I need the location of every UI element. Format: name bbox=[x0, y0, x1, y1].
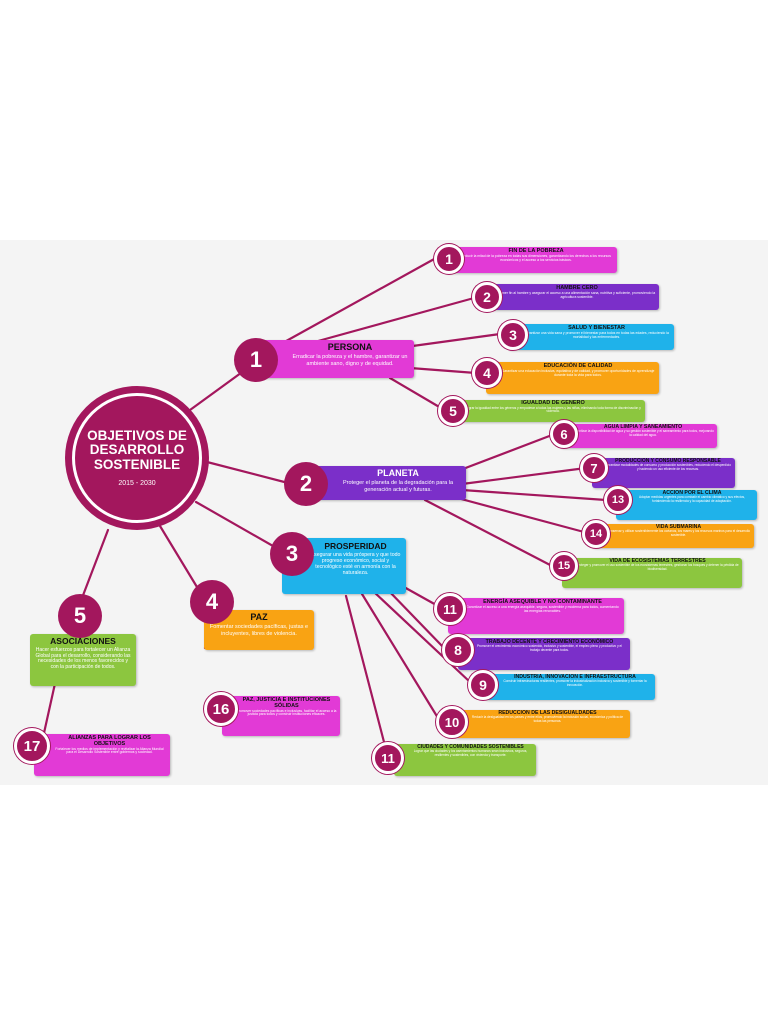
goal-agua-limpia: AGUA LIMPIA Y SANEAMIENTO Garantizar la … bbox=[560, 424, 717, 448]
goal-text: Garantizar modalidades de consumo y prod… bbox=[605, 463, 731, 471]
goal-number: 7 bbox=[580, 454, 608, 482]
pillar-paz-title: PAZ bbox=[250, 612, 268, 622]
goal-industria: INDUSTRIA, INNOVACIÓN E INFRAESTRUCTURA … bbox=[484, 674, 655, 700]
pillar-prosperidad-text: Asegurar una vida próspera y que todo pr… bbox=[310, 551, 401, 576]
pillar-planeta-number: 2 bbox=[284, 462, 328, 506]
goal-educacion-de-calidad: EDUCACIÓN DE CALIDAD Garantizar una educ… bbox=[486, 362, 659, 394]
goal-number: 5 bbox=[438, 396, 468, 426]
pillar-persona-title: PERSONA bbox=[327, 342, 373, 352]
connector-central-prosperidad bbox=[194, 500, 282, 552]
pillar-prosperidad-number: 3 bbox=[270, 532, 314, 576]
goal-title: SALUD Y BIENESTAR bbox=[568, 325, 625, 331]
pillar-persona-number: 1 bbox=[234, 338, 278, 382]
goal-text: Garantizar una vida sana y promover el b… bbox=[524, 330, 669, 339]
goal-text: Adoptar medidas urgentes para combatir e… bbox=[639, 495, 745, 504]
goal-title: PAZ, JUSTICIA E INSTITUCIONES SÓLIDAS bbox=[242, 697, 331, 709]
goal-title: INDUSTRIA, INNOVACIÓN E INFRAESTRUCTURA bbox=[514, 674, 636, 680]
pillar-persona: PERSONA Erradicar la pobreza y el hambre… bbox=[262, 340, 414, 378]
goal-text: Construir infraestructuras resilientes, … bbox=[503, 679, 647, 688]
goal-number: 17 bbox=[14, 728, 50, 764]
goal-paz-justicia: PAZ, JUSTICIA E INSTITUCIONES SÓLIDAS Pr… bbox=[222, 696, 340, 736]
goal-text: Garantizar una educación inclusiva, equi… bbox=[501, 368, 655, 377]
goal-accion-por-el-clima: ACCIÓN POR EL CLIMA Adoptar medidas urge… bbox=[616, 490, 757, 520]
goal-title: VIDA DE ECOSISTEMAS TERRESTRES bbox=[609, 558, 706, 564]
goal-number: 2 bbox=[472, 282, 502, 312]
goal-number: 11 bbox=[434, 593, 466, 625]
goal-text: Reducir la mitad de la pobreza en todas … bbox=[461, 253, 611, 262]
goal-number: 9 bbox=[468, 670, 498, 700]
pillar-asociaciones: ASOCIACIONES Hacer esfuerzos para fortal… bbox=[30, 634, 136, 686]
goal-text: Garantizar el acceso a una energía asequ… bbox=[466, 604, 619, 613]
goal-title: EDUCACIÓN DE CALIDAD bbox=[543, 363, 613, 369]
pillar-prosperidad: PROSPERIDAD Asegurar una vida próspera y… bbox=[282, 538, 406, 594]
goal-text: Promover el crecimiento económico sosten… bbox=[476, 644, 623, 653]
goal-number: 3 bbox=[498, 320, 528, 350]
connector-central-planeta bbox=[205, 460, 294, 486]
goal-text: Reducir la desigualdad en los países y e… bbox=[471, 715, 624, 724]
goal-text: Lograr la igualdad entre los géneros y e… bbox=[465, 405, 641, 414]
goal-title: ENERGÍA ASEQUIBLE Y NO CONTAMINANTE bbox=[483, 599, 602, 605]
goal-number: 6 bbox=[550, 420, 578, 448]
goal-alianzas: ALIANZAS PARA LOGRAR LOS OBJETIVOS Forta… bbox=[34, 734, 170, 776]
goal-title: TRABAJO DECENTE Y CRECIMIENTO ECONÓMICO bbox=[485, 639, 614, 645]
connector-central-paz bbox=[158, 524, 202, 594]
goal-title: ALIANZAS PARA LOGRAR LOS OBJETIVOS bbox=[68, 735, 151, 747]
pillar-asociaciones-title: ASOCIACIONES bbox=[50, 636, 116, 646]
goal-trabajo-decente: TRABAJO DECENTE Y CRECIMIENTO ECONÓMICO … bbox=[458, 638, 630, 670]
goal-number: 1 bbox=[434, 244, 464, 274]
central-title-line-2: DESARROLLO bbox=[89, 442, 185, 458]
connector-central-asociaciones bbox=[80, 528, 110, 600]
goal-produccion-consumo: PRODUCCIÓN Y CONSUMO RESPONSABLE Garanti… bbox=[592, 458, 735, 488]
pillar-paz-text: Fomentar sociedades pacíficas, justas e … bbox=[209, 624, 309, 637]
goal-salud-y-bienestar: SALUD Y BIENESTAR Garantizar una vida sa… bbox=[508, 324, 674, 350]
pillar-prosperidad-title: PROSPERIDAD bbox=[324, 541, 387, 551]
goal-text: Promover sociedades pacíficas e inclusiv… bbox=[236, 708, 337, 717]
goal-title: IGUALDAD DE GÉNERO bbox=[521, 400, 585, 406]
pillar-planeta: PLANETA Proteger el planeta de la degrad… bbox=[310, 466, 466, 500]
goal-number: 14 bbox=[582, 520, 610, 548]
pillar-persona-text: Erradicar la pobreza y el hambre, garant… bbox=[292, 354, 408, 367]
central-title-line-3: SOSTENIBLE bbox=[93, 456, 181, 472]
goal-text: Proteger y promover el uso sostenible de… bbox=[576, 563, 739, 572]
goal-fin-de-la-pobreza: FIN DE LA POBREZA Reducir la mitad de la… bbox=[444, 247, 617, 273]
goal-text: Lograr que las ciudades y los asentamien… bbox=[413, 749, 528, 757]
goal-title: HAMBRE CERO bbox=[556, 285, 598, 291]
pillar-planeta-text: Proteger el planeta de la degradación pa… bbox=[342, 480, 454, 493]
goal-igualdad-de-genero: IGUALDAD DE GÉNERO Lograr la igualdad en… bbox=[450, 400, 645, 422]
goal-number: 13 bbox=[604, 486, 632, 514]
goal-title: CIUDADES Y COMUNIDADES SOSTENIBLES bbox=[417, 744, 524, 750]
goal-title: FIN DE LA POBREZA bbox=[508, 248, 564, 254]
goal-text: Conservar y utilizar sosteniblemente los… bbox=[606, 529, 751, 538]
goal-hambre-cero: HAMBRE CERO Poner fin al hambre y asegur… bbox=[484, 284, 659, 310]
goal-title: AGUA LIMPIA Y SANEAMIENTO bbox=[603, 424, 683, 430]
pillar-paz-number: 4 bbox=[190, 580, 234, 624]
goal-vida-ecosistemas: VIDA DE ECOSISTEMAS TERRESTRES Proteger … bbox=[562, 558, 742, 588]
pillar-asociaciones-text: Hacer esfuerzos para fortalecer un Alian… bbox=[35, 646, 131, 671]
goal-number: 16 bbox=[204, 692, 238, 726]
pillar-planeta-title: PLANETA bbox=[377, 468, 419, 478]
goal-number: 8 bbox=[442, 634, 474, 666]
central-title-line-1: OBJETIVOS DE bbox=[87, 428, 187, 444]
mind-map-canvas: OBJETIVOS DE DESARROLLO SOSTENIBLE 2015 … bbox=[0, 240, 768, 785]
central-node: OBJETIVOS DE DESARROLLO SOSTENIBLE 2015 … bbox=[65, 386, 209, 530]
central-years: 2015 - 2030 bbox=[118, 479, 156, 487]
goal-title: REDUCCIÓN DE LAS DESIGUALDADES bbox=[498, 710, 597, 716]
goal-text: Fortalecer los medios de implementación … bbox=[55, 746, 164, 755]
pillar-asociaciones-number: 5 bbox=[58, 594, 102, 638]
goal-title: VIDA SUBMARINA bbox=[655, 524, 702, 530]
goal-title: PRODUCCIÓN Y CONSUMO RESPONSABLE bbox=[615, 458, 721, 464]
goal-ciudades: CIUDADES Y COMUNIDADES SOSTENIBLES Logra… bbox=[394, 744, 536, 776]
goal-title: ACCIÓN POR EL CLIMA bbox=[662, 490, 722, 496]
goal-text: Garantizar la disponibilidad de agua y s… bbox=[572, 429, 714, 438]
goal-vida-submarina: VIDA SUBMARINA Conservar y utilizar sost… bbox=[592, 524, 754, 548]
goal-reduccion-desigualdades: REDUCCIÓN DE LAS DESIGUALDADES Reducir l… bbox=[454, 710, 630, 738]
goal-number: 4 bbox=[472, 358, 502, 388]
goal-energia: ENERGÍA ASEQUIBLE Y NO CONTAMINANTE Gara… bbox=[448, 598, 624, 634]
goal-number: 10 bbox=[436, 706, 468, 738]
goal-number: 15 bbox=[550, 552, 578, 580]
goal-number: 11 bbox=[372, 742, 404, 774]
goal-text: Poner fin al hambre y asegurar el acceso… bbox=[498, 290, 656, 299]
connector-central-persona bbox=[188, 368, 247, 412]
